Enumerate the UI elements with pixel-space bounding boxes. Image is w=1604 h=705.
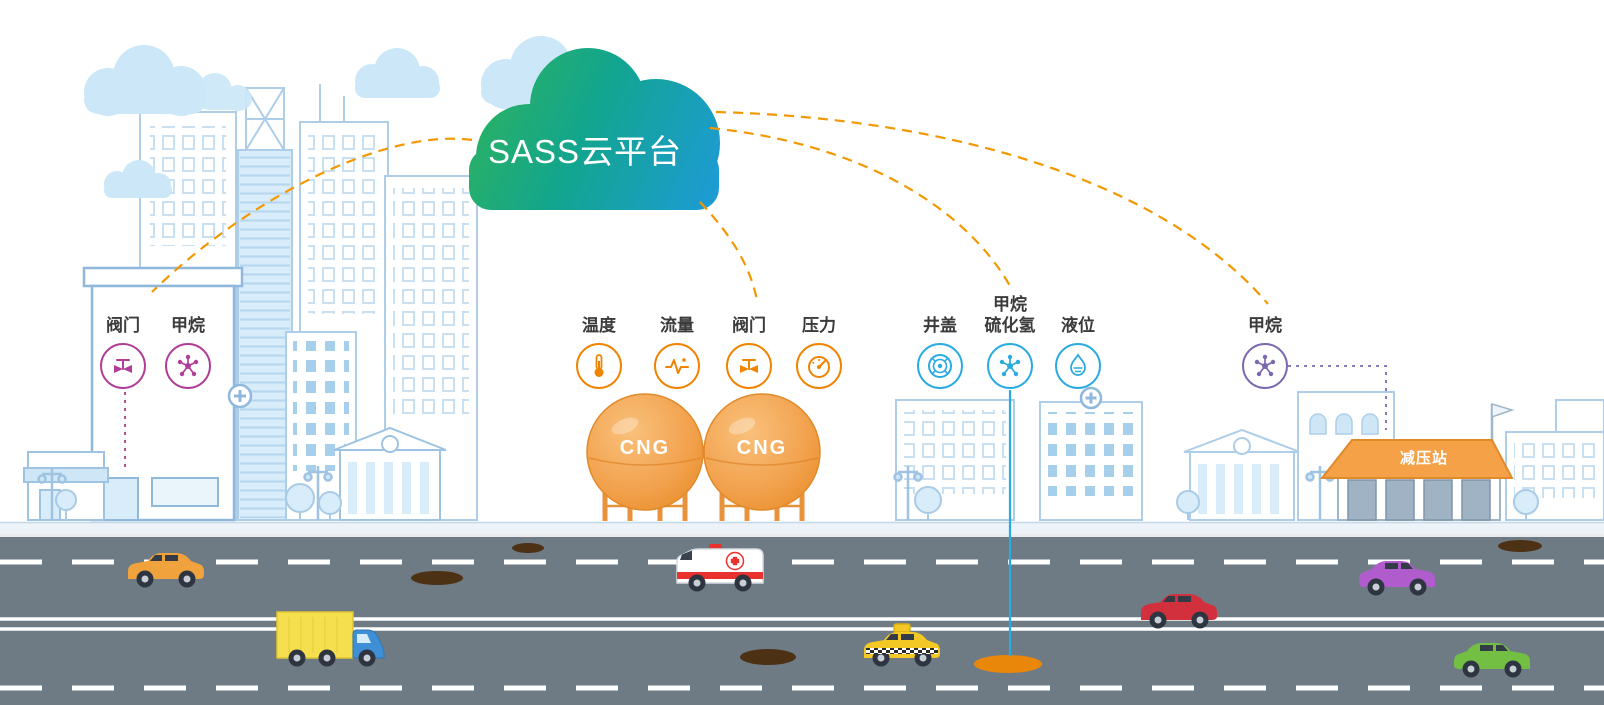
temperature-icon [576, 343, 622, 389]
lane-solid-lines [0, 617, 1604, 631]
sensor-links [124, 365, 1387, 656]
lane-dashed-lines [0, 559, 1604, 691]
trees-right [914, 486, 1539, 520]
sensor-cng-flow: 流量 [633, 315, 721, 389]
cng-tank-2 [703, 393, 821, 511]
sensor-label: 甲烷 [1248, 316, 1282, 335]
liquid-level-icon [1055, 343, 1101, 389]
sensor-cng-valve: 阀门 [705, 315, 793, 389]
sensor-station-methane: 甲烷 [1221, 315, 1309, 389]
road-stains [411, 540, 1542, 665]
gas-leak-spot [974, 655, 1042, 673]
ambulance [676, 544, 764, 592]
sensor-pipeline-manhole: 井盖 [896, 315, 984, 389]
sensor-label: 甲烷 [171, 316, 205, 335]
sensor-building-left [82, 266, 244, 522]
flow-icon [654, 343, 700, 389]
manhole-icon [917, 343, 963, 389]
sensor-city-valve: 阀门 [79, 315, 167, 389]
trees-left [55, 483, 342, 520]
street-lamp-icon [37, 466, 333, 520]
sensor-label: 流量 [660, 316, 694, 335]
cloud-connectors [151, 110, 1269, 305]
cng-tank-1 [586, 393, 704, 511]
cross-emblem-icon [1079, 386, 1103, 410]
sensor-label: 压力 [802, 316, 836, 335]
methane-icon [165, 343, 211, 389]
sensor-pipeline-liquid-level: 液位 [1034, 315, 1122, 389]
truck [276, 611, 385, 667]
cng-tanks [586, 393, 821, 521]
sensor-cng-pressure: 压力 [775, 315, 863, 389]
station-roof [1319, 439, 1514, 479]
taxi [864, 623, 940, 667]
station-doors [1347, 479, 1491, 521]
sensor-cng-temperature: 温度 [555, 315, 643, 389]
cross-emblem-icon [227, 383, 253, 409]
methane-icon [1242, 343, 1288, 389]
sensor-label: 甲烷 硫化氢 [984, 295, 1036, 335]
bank-building-left [333, 426, 447, 521]
pressure-icon [796, 343, 842, 389]
sensor-label: 阀门 [732, 316, 766, 335]
sensor-pipeline-gas: 甲烷 硫化氢 [966, 294, 1054, 389]
cloud-platform-shape [469, 48, 720, 210]
sensor-city-methane: 甲烷 [144, 315, 232, 389]
sensor-label: 液位 [1061, 316, 1095, 335]
road [0, 521, 1604, 705]
sky-clouds [84, 36, 604, 198]
valve-icon [726, 343, 772, 389]
valve-icon [100, 343, 146, 389]
sensor-label: 井盖 [923, 316, 957, 335]
pressure-reduction-station [1319, 402, 1515, 521]
gas-molecule-icon [987, 343, 1033, 389]
sensor-label: 温度 [582, 316, 616, 335]
sensor-label: 阀门 [106, 316, 140, 335]
